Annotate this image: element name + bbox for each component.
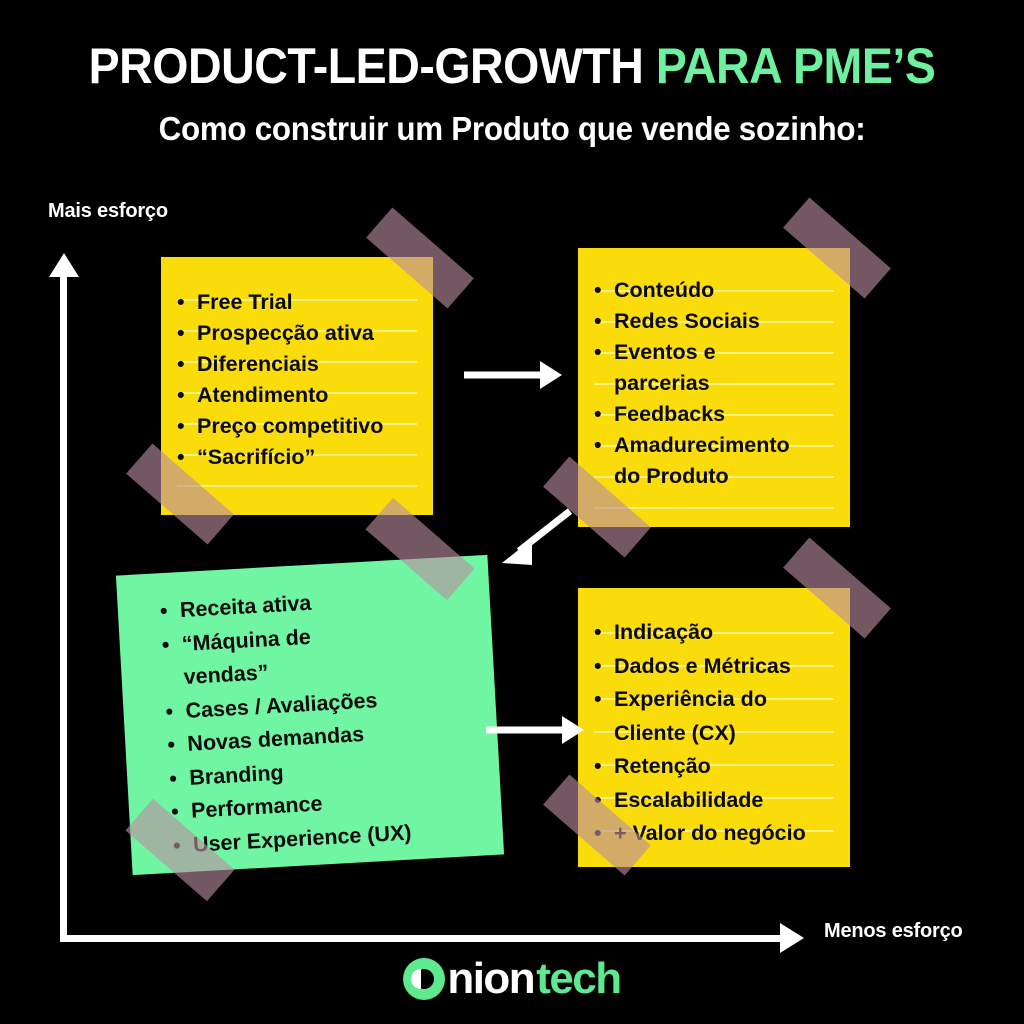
list-item: • Eventos e: [594, 337, 850, 368]
list-item-label: Eventos e: [614, 340, 716, 364]
quadrant-list-bottom-left: • Receita ativa • “Máquina de • vendas” • Ca…: [159, 577, 503, 862]
list-item: • Amadurecimento: [594, 430, 850, 461]
logo-text-primary: nion: [447, 954, 535, 1003]
list-item-label: vendas”: [183, 660, 270, 689]
list-item: • Feedbacks: [594, 399, 850, 430]
quadrant-list-top-right: •Conteúdo •Redes Sociais •Eventos e •par…: [594, 275, 850, 492]
quadrant-note-top-left: • Free Trial • Prospecção ativa • Diferenci…: [161, 257, 433, 515]
bullet-icon: •: [594, 787, 602, 812]
page-title: PRODUCT-LED-GROWTH PARA PME’S: [36, 40, 988, 93]
list-item-label: parcerias: [614, 371, 710, 395]
list-item: • “Sacrifício”: [177, 442, 433, 473]
list-item: •Cliente (CX): [614, 717, 850, 751]
x-axis-arrowhead-icon: [780, 923, 804, 953]
bullet-icon: •: [172, 832, 182, 858]
bullet-icon: •: [177, 290, 185, 314]
list-item: •parcerias: [614, 368, 850, 399]
page-subtitle: Como construir um Produto que vende sozi…: [158, 110, 866, 147]
list-item-label: Amadurecimento: [614, 433, 790, 457]
bullet-icon: •: [177, 383, 185, 407]
list-item: • Atendimento: [177, 380, 433, 411]
list-item-label: Receita ativa: [179, 590, 312, 623]
bullet-icon: •: [594, 653, 602, 678]
list-item-label: Branding: [188, 760, 285, 790]
bullet-icon: •: [594, 433, 602, 457]
list-item-label: Retenção: [614, 754, 711, 778]
list-item-label: + Valor do negócio: [614, 821, 806, 845]
list-item: • Diferenciais: [177, 349, 433, 380]
list-item: • Preço competitivo: [177, 411, 433, 442]
bullet-icon: •: [164, 699, 174, 724]
x-axis-line: [60, 935, 786, 942]
quadrant-list-top-left: • Free Trial • Prospecção ativa • Diferenci…: [177, 287, 433, 473]
quadrant-list-bottom-right: • Indicação • Dados e Métricas • Experiênci…: [594, 616, 850, 851]
list-item: • Retenção: [594, 750, 850, 784]
connector-arrow-top-right-to-bottom-left: [502, 508, 573, 565]
list-item: • Redes Sociais: [594, 306, 850, 337]
list-item-label: Performance: [190, 791, 324, 823]
bullet-icon: •: [594, 821, 602, 845]
bullet-icon: •: [177, 414, 185, 438]
bullet-icon: •: [177, 321, 185, 345]
list-item-label: Prospecção ativa: [197, 321, 374, 345]
list-item-label: “Sacrifício”: [197, 445, 316, 469]
quadrant-note-bottom-left: • Receita ativa • “Máquina de • vendas” • Ca…: [115, 554, 505, 876]
bullet-icon: •: [594, 687, 602, 711]
list-item-label: Preço competitivo: [197, 414, 384, 438]
quadrant-note-top-right: •Conteúdo •Redes Sociais •Eventos e •par…: [578, 248, 850, 527]
bullet-icon: •: [594, 309, 602, 333]
bullet-icon: •: [159, 598, 169, 624]
list-item-label: User Experience (UX): [192, 820, 413, 857]
list-item: • Dados e Métricas: [594, 650, 850, 684]
list-item: • Free Trial: [177, 287, 433, 318]
logo-text-secondary: tech: [536, 954, 622, 1003]
list-item-label: Escalabilidade: [614, 787, 764, 812]
title-primary: PRODUCT-LED-GROWTH: [88, 38, 644, 94]
list-item-label: Cases / Avaliações: [184, 687, 378, 723]
bullet-icon: •: [594, 402, 602, 426]
y-axis-arrowhead-icon: [49, 253, 79, 277]
connector-arrow-bottom-left-to-bottom-right: [486, 716, 584, 744]
list-item: • Experiência do: [594, 683, 850, 717]
list-item-label: do Produto: [614, 464, 729, 488]
list-item-label: Redes Sociais: [614, 309, 760, 333]
connector-arrow-top-left-to-top-right: [464, 361, 562, 389]
bullet-icon: •: [594, 278, 602, 302]
bullet-icon: •: [168, 766, 178, 791]
bullet-icon: •: [170, 799, 180, 824]
y-axis-label: Mais esforço: [48, 200, 168, 222]
list-item: • Conteúdo: [594, 275, 850, 306]
bullet-icon: •: [177, 445, 185, 469]
list-item-label: Dados e Métricas: [614, 653, 791, 678]
brand-logo: nion tech: [0, 954, 1024, 1005]
list-item: • + Valor do negócio: [594, 817, 850, 851]
list-item: • Prospecção ativa: [177, 318, 433, 349]
list-item-label: Novas demandas: [186, 722, 365, 756]
quadrant-note-bottom-right: • Indicação • Dados e Métricas • Experiênci…: [578, 588, 850, 867]
list-item-label: Free Trial: [197, 290, 293, 314]
y-axis-line: [60, 270, 67, 942]
bullet-icon: •: [166, 732, 176, 757]
list-item-label: Indicação: [614, 620, 714, 644]
list-item-label: Diferenciais: [197, 352, 319, 376]
onion-ring-icon: [403, 958, 446, 1000]
list-item: • Indicação: [594, 616, 850, 650]
bullet-icon: •: [594, 754, 602, 778]
list-item-label: Atendimento: [197, 383, 329, 407]
bullet-icon: •: [177, 352, 185, 376]
list-item-label: Conteúdo: [614, 278, 715, 302]
list-item-label: Feedbacks: [614, 402, 726, 426]
list-item: •do Produto: [614, 461, 850, 492]
bullet-icon: •: [594, 620, 602, 644]
list-item-label: Cliente (CX): [614, 720, 736, 745]
list-item-label: “Máquina de: [181, 624, 312, 656]
list-item: • Escalabilidade: [594, 784, 850, 818]
title-highlight: PARA PME’S: [655, 38, 936, 94]
list-item-label: Experiência do: [614, 687, 767, 711]
x-axis-label: Menos esforço: [824, 920, 963, 942]
bullet-icon: •: [594, 340, 602, 364]
bullet-icon: •: [161, 632, 171, 657]
